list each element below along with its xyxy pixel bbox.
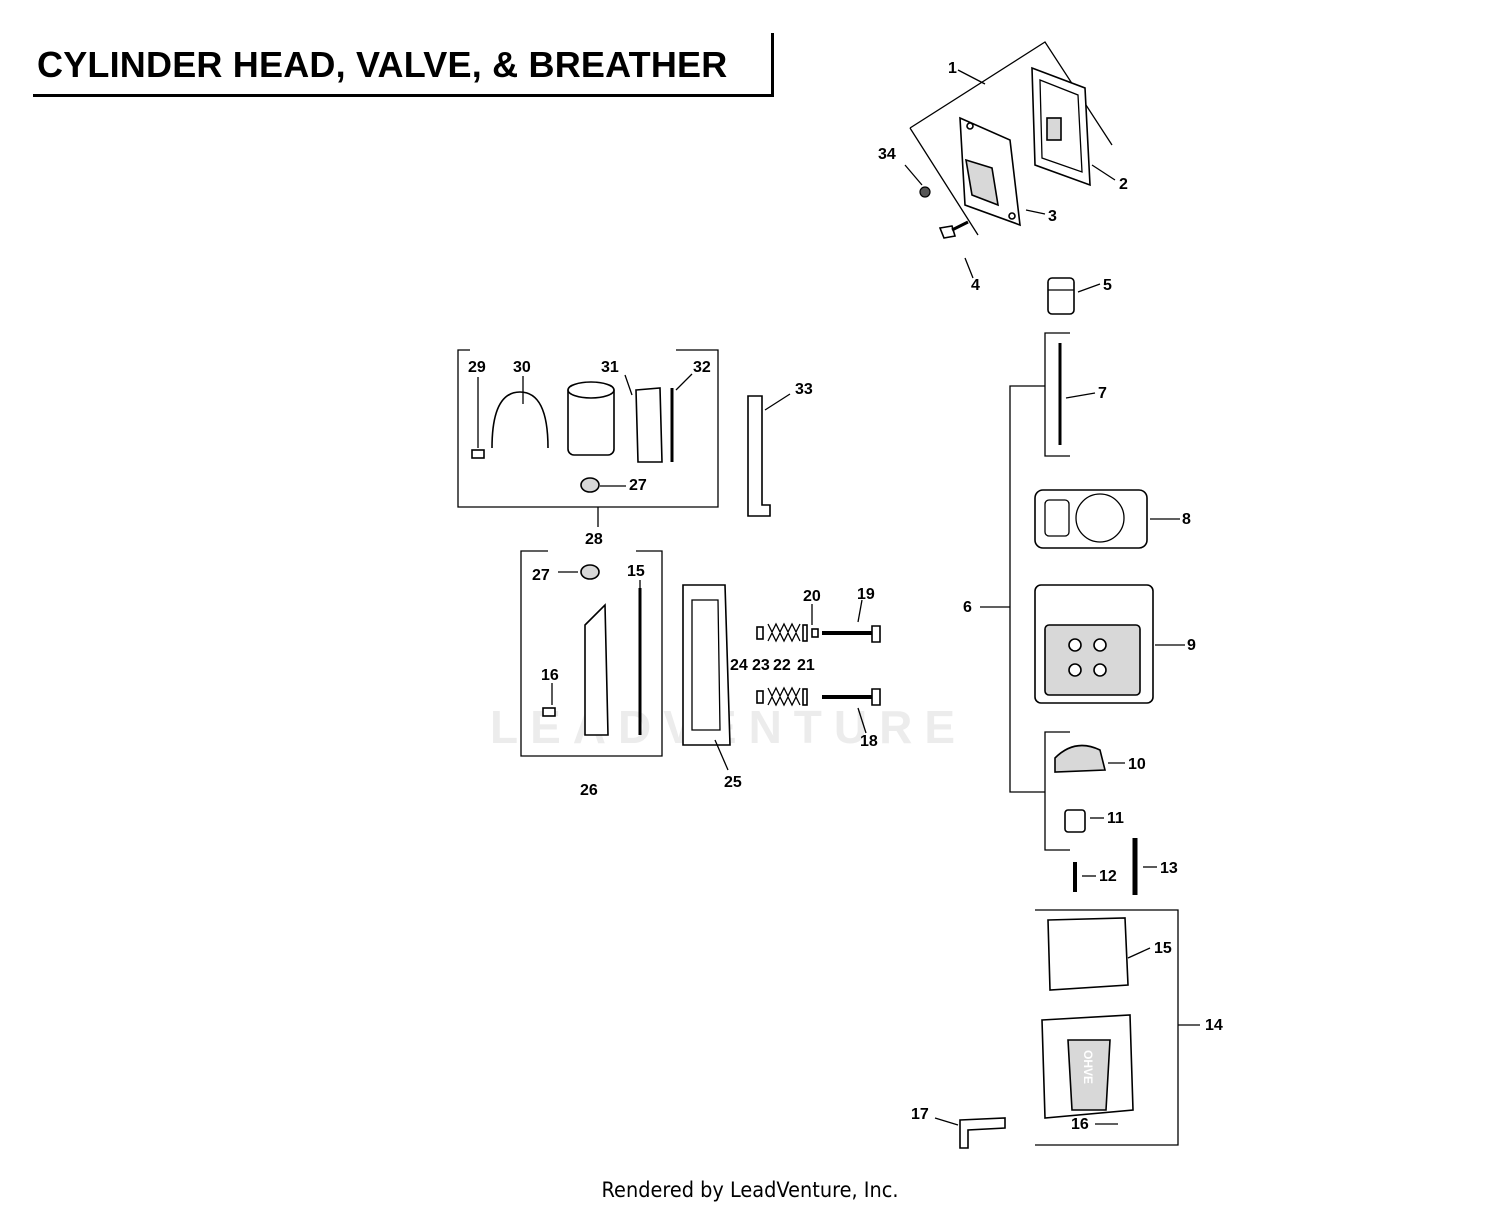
callout-24: 24	[730, 657, 748, 674]
breather-hose	[747, 395, 771, 517]
callout-21: 21	[797, 657, 815, 674]
footer-credit: Rendered by LeadVenture, Inc.	[601, 1178, 899, 1202]
breather-seal	[635, 387, 663, 463]
callout-3: 3	[1048, 208, 1057, 225]
callout-34: 34	[878, 146, 896, 163]
callout-15: 15	[1154, 940, 1172, 957]
callout-28: 28	[585, 531, 603, 548]
callout-16: 16	[1071, 1116, 1089, 1133]
bracket-6	[1009, 385, 1045, 793]
callout-27: 27	[629, 477, 647, 494]
callout-17: 17	[911, 1106, 929, 1123]
callout-30: 30	[513, 359, 531, 376]
callout-32: 32	[693, 359, 711, 376]
callout-22: 22	[773, 657, 791, 674]
bracket-26	[520, 550, 663, 757]
cover-logo: OHVE	[1081, 1050, 1095, 1084]
callout-8: 8	[1182, 511, 1191, 528]
callout-14: 14	[1205, 1017, 1223, 1034]
callouts: 1 2 3 4 5 6 7 8 9 10 11 12 13 14 15 16 1…	[468, 60, 1223, 1133]
callout-25: 25	[724, 774, 742, 791]
callout-13: 13	[1160, 860, 1178, 877]
valve-cover-group	[909, 41, 1113, 239]
valve-train	[756, 622, 881, 707]
callout-12: 12	[1099, 868, 1117, 885]
callout-9: 9	[1187, 637, 1196, 654]
callout-23: 23	[752, 657, 770, 674]
callout-29: 29	[468, 359, 486, 376]
part-5	[1047, 277, 1075, 315]
callout-18: 18	[860, 733, 878, 750]
leader-lines	[477, 69, 1185, 1126]
callout-4: 4	[971, 277, 980, 294]
cover-gasket	[1047, 917, 1129, 991]
rocker-arm	[1054, 744, 1107, 773]
callout-10: 10	[1128, 756, 1146, 773]
head-gasket	[1034, 489, 1148, 549]
callout-16b: 16	[541, 667, 559, 684]
callout-5: 5	[1103, 277, 1112, 294]
callout-2: 2	[1119, 176, 1128, 193]
part-17	[959, 1117, 1006, 1149]
callout-20: 20	[803, 588, 821, 605]
callout-33: 33	[795, 381, 813, 398]
rocker-pivot	[1064, 809, 1086, 833]
bracket-28	[457, 349, 719, 508]
callout-7: 7	[1098, 385, 1107, 402]
breather-plate	[584, 603, 609, 736]
callout-27b: 27	[532, 567, 550, 584]
head-side-view	[682, 584, 731, 746]
page-title: CYLINDER HEAD, VALVE, & BREATHER	[37, 44, 728, 85]
title-frame	[33, 33, 774, 97]
callout-1: 1	[948, 60, 957, 77]
callout-31: 31	[601, 359, 619, 376]
callout-11: 11	[1107, 810, 1124, 827]
breather-clamp	[491, 391, 549, 449]
callout-19: 19	[857, 586, 875, 603]
bracket-14	[1035, 909, 1179, 1146]
callout-15b: 15	[627, 563, 645, 580]
callout-26: 26	[580, 782, 598, 799]
callout-6: 6	[963, 599, 972, 616]
